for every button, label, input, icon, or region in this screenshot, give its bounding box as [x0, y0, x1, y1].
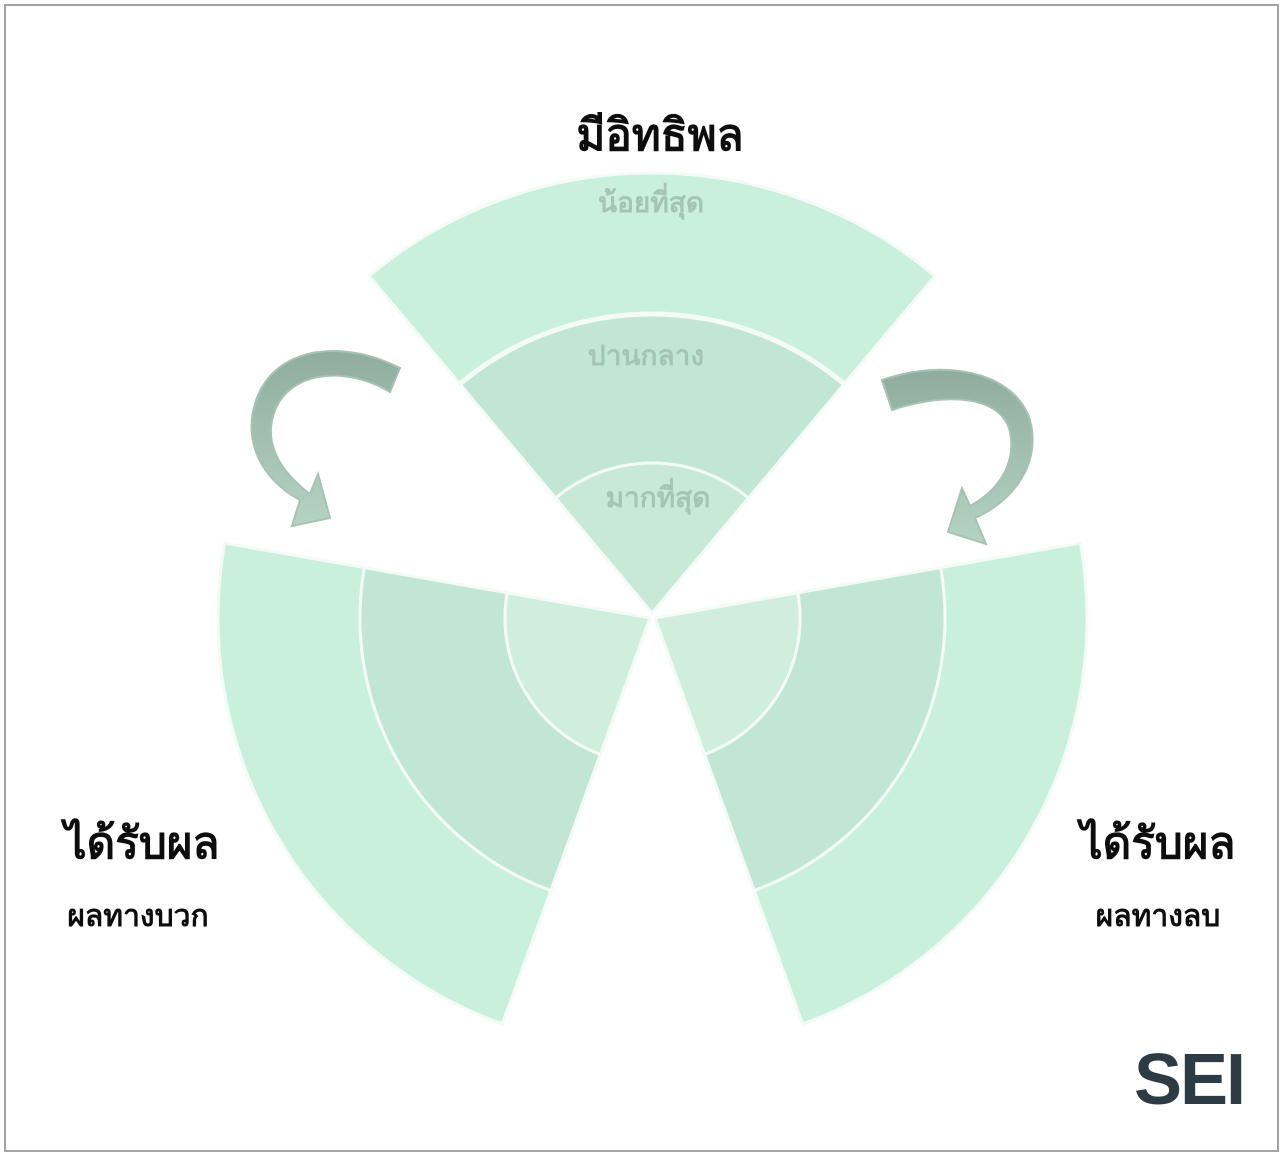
left-subtitle: ผลทางบวก: [67, 899, 208, 934]
left-curved-arrow: [250, 350, 402, 528]
top-outer-ring: [367, 171, 937, 386]
right-sector: [652, 541, 1089, 1026]
left-inner-ring: [503, 591, 653, 757]
top-title: มีอิทธิพล: [576, 110, 743, 161]
left-title: ได้รับผล: [60, 817, 219, 869]
right-title: ได้รับผล: [1076, 817, 1235, 869]
right-inner-ring: [652, 591, 802, 757]
sei-logo: SEI: [1134, 1040, 1244, 1120]
top-sector: [367, 171, 937, 616]
right-subtitle: ผลทางลบ: [1096, 899, 1221, 934]
left-arrow-shape: [250, 350, 402, 528]
ring-label-medium: ปานกลาง: [588, 339, 704, 372]
top-inner-ring: [553, 461, 751, 616]
right-curved-arrow: [880, 368, 1034, 546]
left-sector: [216, 541, 653, 1026]
ring-label-most: มากที่สุด: [606, 477, 711, 515]
ring-label-least: น้อยที่สุด: [598, 182, 704, 220]
right-arrow-shape: [880, 368, 1034, 546]
